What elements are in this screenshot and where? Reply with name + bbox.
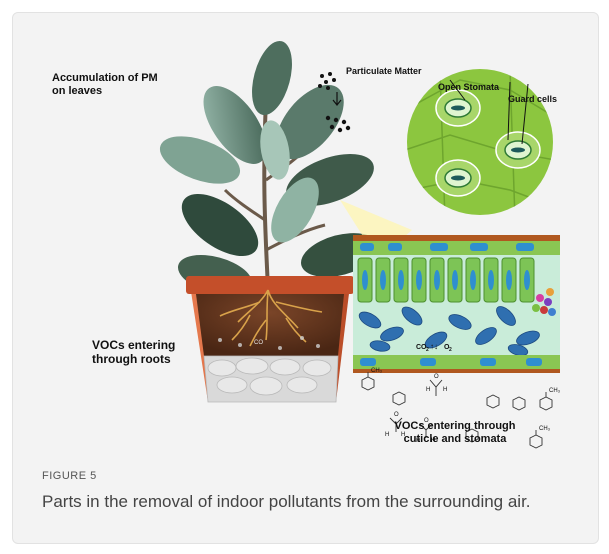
h-label-b: H	[443, 387, 447, 393]
figure-caption: Parts in the removal of indoor pollutant…	[42, 490, 562, 514]
particulate-matter-label: Particulate Matter	[346, 66, 422, 76]
o-label-b: O	[394, 412, 399, 418]
open-stomata-label: Open Stomata	[438, 82, 499, 92]
soil-co-label: CO	[254, 340, 263, 346]
ch3-label-b: CH₃	[549, 388, 561, 394]
diagram: CO	[40, 40, 570, 460]
vocs-cuticle-label: VOCs entering through cuticle and stomat…	[380, 420, 530, 446]
diagram-illustration: CO	[40, 40, 570, 460]
o-label-a: O	[434, 374, 439, 380]
pm-accumulation-label: Accumulation of PM on leaves	[52, 72, 158, 98]
drainage-stones	[204, 356, 338, 402]
ch3-label-c: CH₃	[539, 426, 551, 432]
gas-arrows: ↑↓	[430, 342, 438, 351]
plant	[154, 40, 384, 302]
guard-cells-label: Guard cells	[508, 94, 557, 104]
o2-subscript: 2	[449, 347, 452, 353]
h-label-a: H	[426, 387, 430, 393]
figure-number: FIGURE 5	[42, 470, 97, 482]
ch3-label-a: CH₃	[371, 368, 383, 374]
vocs-roots-label: VOCs entering through roots	[92, 338, 175, 366]
plant-pot: CO	[186, 276, 354, 402]
co2-subscript: 2	[426, 347, 429, 353]
leaf-cross-section: CO 2 ↑↓ O 2	[353, 235, 560, 373]
